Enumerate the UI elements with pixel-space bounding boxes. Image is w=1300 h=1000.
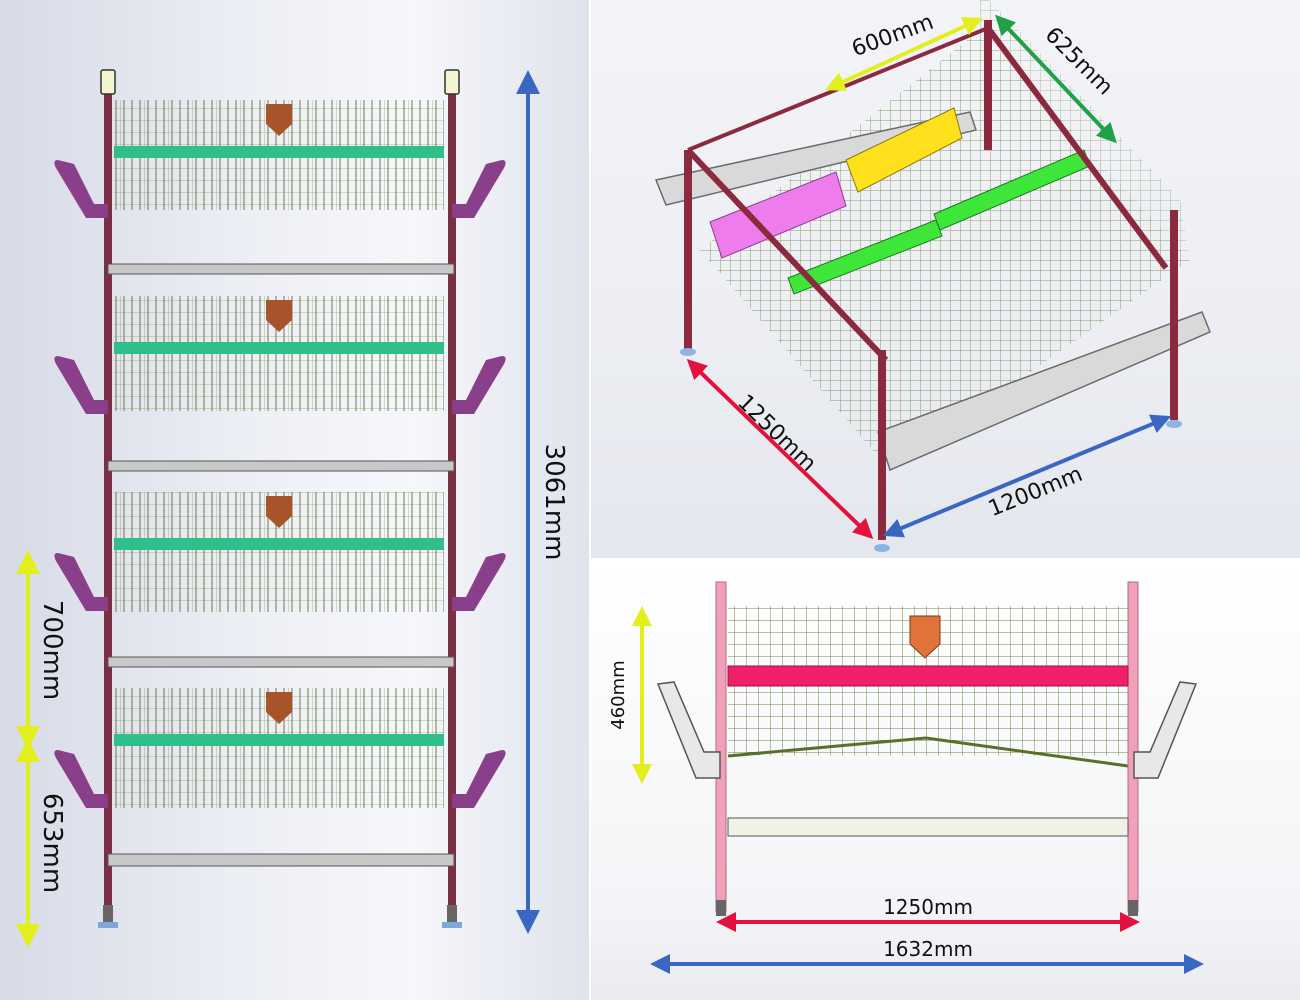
left-feeder [54,750,108,808]
right-foot [447,905,457,925]
nipple-drinker [266,692,292,724]
side-post-left [715,581,727,913]
side-cage-floor [727,736,1129,768]
panel-separator [590,558,1300,562]
trough [114,342,444,354]
nipple-drinker [266,496,292,528]
post-back-left [984,20,992,150]
side-foot [716,900,726,916]
cage-tier-4 [54,688,506,867]
right-foot-pad [442,922,462,928]
foot-pad [874,544,890,552]
side-nipple-drinker [909,615,941,659]
green-bar-front [787,219,943,295]
depth-side-arrow [995,14,1117,144]
left-post-cap [100,69,116,95]
length-arrow [686,359,874,539]
cage-tier-3 [54,492,506,668]
pink-block [709,171,847,259]
isometric-view-panel: 600mm 625mm 1250mm 1200mm [590,0,1300,560]
cage-height-label: 460mm [608,660,629,729]
right-post [448,90,456,920]
side-foot [1128,900,1138,916]
cage-tier-1 [54,100,506,275]
dung-tray [107,263,455,275]
side-view-panel: 460mm 1250mm 1632mm [590,560,1300,1000]
frame-beam-left [685,147,889,363]
front-view-panel: 3061mm 700mm 653mm [0,0,590,1000]
inner-width-label: 1250mm [883,895,973,919]
left-feeder [54,160,108,218]
dung-tray [107,656,455,668]
length-label: 1250mm [732,390,820,477]
nipple-drinker [266,104,292,136]
left-foot [103,905,113,925]
post-front-right [878,350,886,540]
nipple-drinker [266,300,292,332]
trough [114,146,444,158]
left-feeder [54,553,108,611]
post-front-left [684,150,692,350]
total-height-label: 3061mm [539,444,569,561]
left-post [104,90,112,920]
left-feeder [54,356,108,414]
foot-pad [680,348,696,356]
right-feeder [452,160,506,218]
side-beam [727,665,1129,687]
left-feed-trough [654,111,977,206]
bottom-height-label: 653mm [37,793,67,893]
side-left-feeder [656,681,721,779]
right-feeder [452,553,506,611]
side-dung-tray [727,817,1129,837]
post-back-right [1170,210,1178,420]
trough [114,538,444,550]
foot-pad [1166,420,1182,428]
dung-tray [107,460,455,472]
width-arrow [882,414,1172,538]
right-feeder [452,356,506,414]
right-post-cap [444,69,460,95]
cage-floor-mesh [700,30,1190,470]
left-foot-pad [98,922,118,928]
depth-top-arrow [824,17,984,91]
yellow-block [845,107,963,193]
side-post-right [1127,581,1139,913]
side-right-feeder [1133,681,1198,779]
panel-separator [589,0,591,1000]
cage-tier-2 [54,296,506,472]
tier-pitch-label: 700mm [37,600,67,700]
trough [114,734,444,746]
overall-width-label: 1632mm [883,937,973,961]
dung-tray [107,853,455,867]
right-feeder [452,750,506,808]
